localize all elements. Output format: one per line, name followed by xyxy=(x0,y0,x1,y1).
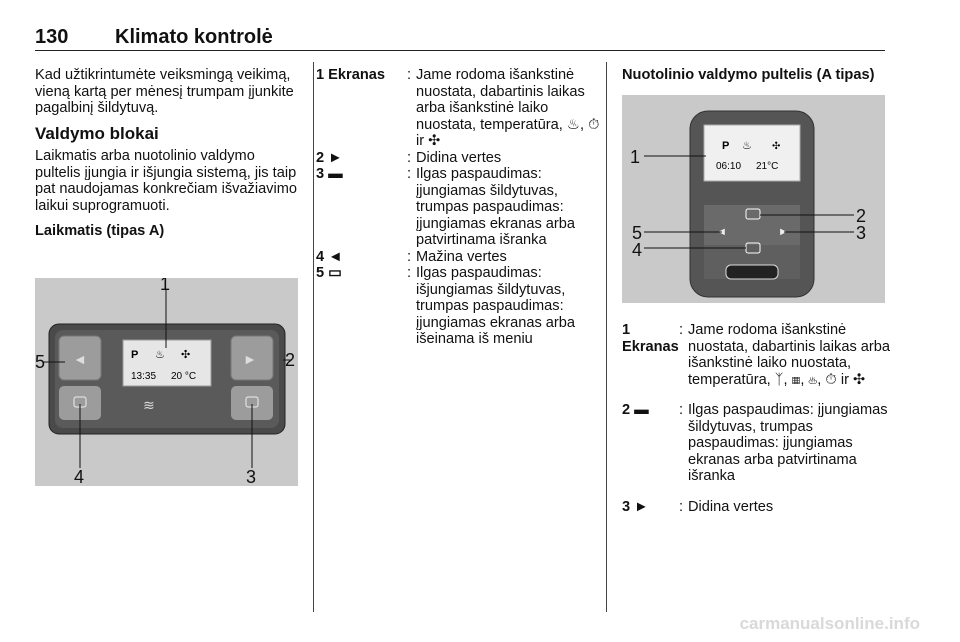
legend-key: 3 ▬ xyxy=(316,166,343,182)
remote-display-temp: 21°C xyxy=(756,161,778,172)
watermark: carmanualsonline.info xyxy=(739,614,920,633)
legend-key: 1 Ekranas xyxy=(316,67,385,83)
subheading-timer: Laikmatis (tipas A) xyxy=(35,223,165,239)
timer-display-temp: 20 °C xyxy=(171,371,196,382)
section-title: Klimato kontrolė xyxy=(115,26,273,48)
legend-row: 3 ►: Didina vertes xyxy=(622,499,897,516)
remote-label-3: 3 xyxy=(856,223,866,243)
legend-row: 2 ▬: Ilgas paspaudimas: įjungiamas šildy… xyxy=(622,402,897,485)
legend-key: 2 ► xyxy=(316,149,343,166)
timer-exit-button xyxy=(59,386,101,420)
timer-ok-button xyxy=(231,386,273,420)
column-1: Kad užtikrintumėte veiksmingą veikimą, v… xyxy=(35,67,303,249)
timer-display xyxy=(122,339,212,387)
timer-display-p: P xyxy=(131,349,138,361)
timer-legend: 1 Ekranas: Jame rodoma išankstinė nuosta… xyxy=(316,67,601,348)
legend-value: Mažina vertes xyxy=(416,248,507,265)
legend-key: 4 ◄ xyxy=(316,248,343,265)
fan-icon: ✣ xyxy=(772,141,780,152)
timer-label-2: 2 xyxy=(285,350,295,370)
section-heading: Valdymo blokai xyxy=(35,123,159,143)
header-rule xyxy=(35,50,885,51)
right-arrow-icon: ► xyxy=(778,226,789,238)
legend-value: Didina vertes xyxy=(416,149,502,166)
remote-label-1: 1 xyxy=(630,147,640,167)
timer-label-5: 5 xyxy=(35,352,45,372)
remote-label-5: 5 xyxy=(632,223,642,243)
remote-figure: P ♨ ✣ 06:10 21°C ◄ ► 1 2 3 4 5 xyxy=(622,95,885,303)
heater-icon: ♨ xyxy=(742,140,752,152)
legend-row: 2 ►: Didina vertes xyxy=(316,150,601,167)
timer-label-4: 4 xyxy=(74,467,84,486)
timer-label-1: 1 xyxy=(160,278,170,294)
legend-key: 1 Ekranas xyxy=(622,322,679,355)
heat-logo-icon: ≋ xyxy=(143,397,155,413)
right-arrow-icon: ► xyxy=(243,351,257,367)
remote-button-pad xyxy=(704,205,800,245)
legend-row: 5 ▭: Ilgas paspaudimas: išjungiamas šild… xyxy=(316,265,601,348)
legend-value: Didina vertes xyxy=(688,498,774,515)
remote-bottom-button xyxy=(725,264,779,280)
legend-value: Ilgas paspaudimas: įjungiamas šildytuvas… xyxy=(416,166,575,248)
legend-row: 3 ▬: Ilgas paspaudimas: įjungiamas šildy… xyxy=(316,166,601,249)
left-arrow-icon: ◄ xyxy=(73,351,87,367)
legend-row: 1 Ekranas: Jame rodoma išankstinė nuosta… xyxy=(316,67,600,149)
remote-legend: 1 Ekranas: Jame rodoma išankstinė nuosta… xyxy=(622,322,897,515)
remote-display xyxy=(703,124,801,182)
remote-title: Nuotolinio valdymo pultelis (A tipas) xyxy=(622,67,875,83)
remote-display-p: P xyxy=(722,140,729,152)
legend-value: Ilgas paspaudimas: išjungiamas šildytuva… xyxy=(416,265,575,347)
column-divider-2 xyxy=(606,62,607,612)
legend-value: Ilgas paspaudimas: įjungiamas šildytuvas… xyxy=(688,402,888,484)
body-paragraph: Laikmatis arba nuotolinio valdymo pultel… xyxy=(35,148,297,214)
legend-row: 1 Ekranas: Jame rodoma išankstinė nuosta… xyxy=(622,322,897,388)
remote-display-time: 06:10 xyxy=(716,161,741,172)
legend-value: Jame rodoma išankstinė nuostata, dabarti… xyxy=(688,322,891,388)
ok-square-icon xyxy=(745,208,761,220)
column-divider-1 xyxy=(313,62,314,612)
timer-display-time: 13:35 xyxy=(131,371,156,382)
timer-right-button xyxy=(230,335,274,381)
legend-key: 3 ► xyxy=(622,498,649,515)
legend-row: 4 ◄: Mažina vertes xyxy=(316,249,601,266)
legend-key: 2 ▬ xyxy=(622,402,649,418)
remote-label-2: 2 xyxy=(856,206,866,226)
heater-icon: ♨ xyxy=(155,349,165,361)
intro-paragraph: Kad užtikrintumėte veiksmingą veikimą, v… xyxy=(35,67,294,116)
timer-left-button xyxy=(58,335,102,381)
page-number: 130 xyxy=(35,26,69,48)
timer-figure: ◄ ► P ♨ ✣ 13:35 20 °C ≋ 1 2 3 4 5 xyxy=(35,278,298,486)
fan-icon: ✣ xyxy=(181,349,190,361)
remote-label-4: 4 xyxy=(632,240,642,260)
timer-label-3: 3 xyxy=(246,467,256,486)
legend-key: 5 ▭ xyxy=(316,265,342,281)
legend-value: Jame rodoma išankstinė nuostata, dabarti… xyxy=(416,67,600,149)
